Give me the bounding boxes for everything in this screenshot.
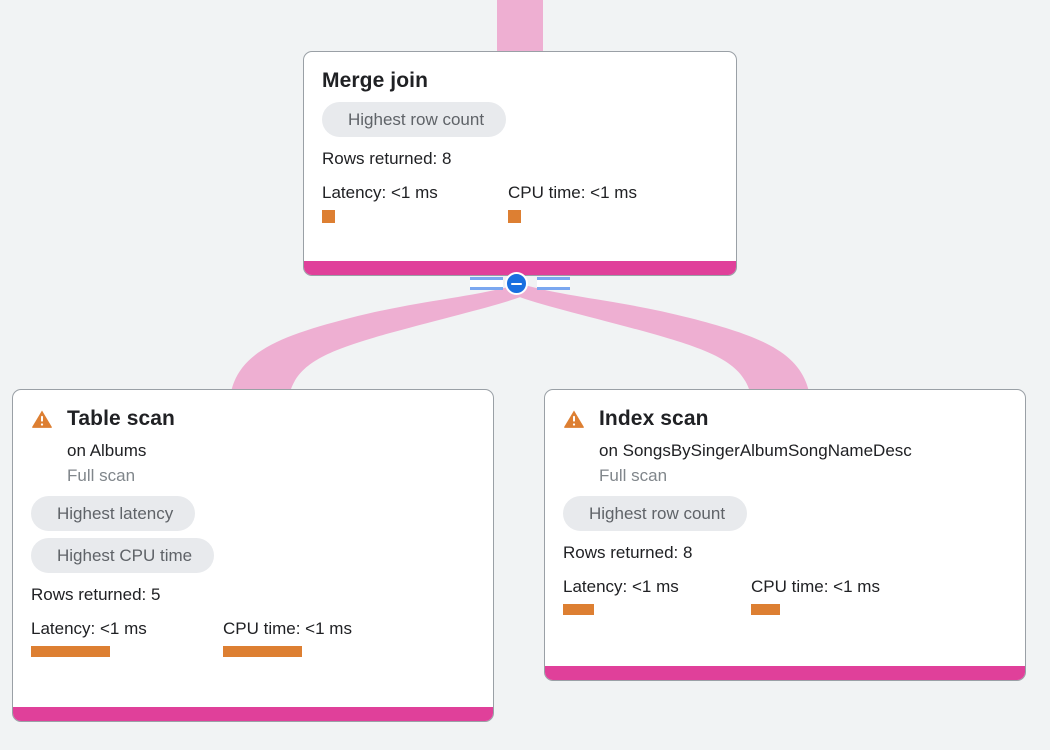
chip-list: Highest row count: [563, 496, 748, 531]
node-table-scan[interactable]: Table scan on Albums Full scan Highest l…: [12, 389, 494, 722]
metric-cpu-time-label: CPU time: <1 ms: [751, 577, 880, 596]
metric-list: Latency: <1 ms CPU time: <1 ms: [563, 576, 1007, 615]
chip-highest-row-count: Highest row count: [322, 102, 507, 137]
node-header-text: Table scan on Albums Full scan: [67, 406, 175, 487]
toggle-rail-right: [537, 277, 570, 290]
node-header: Index scan on SongsBySingerAlbumSongName…: [563, 406, 1007, 487]
node-scan-type: Full scan: [67, 466, 136, 485]
chip-highest-latency: Highest latency: [31, 496, 196, 531]
metric-cpu-time-bar: [223, 646, 302, 657]
chip-list: Highest row count: [322, 102, 507, 137]
metric-cpu-time-bar: [508, 210, 521, 223]
node-footer-bar: [304, 261, 736, 275]
node-footer-bar: [13, 707, 493, 721]
metric-cpu-time: CPU time: <1 ms: [223, 618, 352, 657]
rows-returned: Rows returned: 5: [31, 585, 161, 604]
rows-returned: Rows returned: 8: [322, 149, 452, 168]
node-subtitle: on Albums: [67, 441, 147, 460]
warning-triangle-icon: [564, 410, 584, 428]
metric-latency-bar: [31, 646, 110, 657]
chip-highest-cpu-time: Highest CPU time: [31, 538, 215, 573]
node-header: Table scan on Albums Full scan: [31, 406, 475, 487]
metric-list: Latency: <1 ms CPU time: <1 ms: [31, 618, 475, 657]
collapse-toggle-button[interactable]: [505, 272, 528, 295]
node-body: Index scan on SongsBySingerAlbumSongName…: [545, 390, 1025, 666]
node-body: Table scan on Albums Full scan Highest l…: [13, 390, 493, 707]
edge-merge-join-to-index-scan: [517, 284, 809, 392]
node-footer-bar: [545, 666, 1025, 680]
node-title: Table scan: [67, 407, 175, 430]
metric-cpu-time-bar: [751, 604, 780, 615]
node-header-text: Merge join: [322, 68, 428, 94]
metric-latency-label: Latency: <1 ms: [563, 577, 679, 596]
metric-latency-bar: [563, 604, 594, 615]
node-header: Merge join: [322, 68, 718, 94]
metric-latency: Latency: <1 ms: [563, 576, 751, 615]
warning-triangle-icon: [32, 410, 52, 428]
node-title: Merge join: [322, 69, 429, 92]
edge-merge-join-to-table-scan: [231, 284, 523, 392]
metric-cpu-time-label: CPU time: <1 ms: [508, 183, 637, 202]
metric-list: Latency: <1 ms CPU time: <1 ms: [322, 182, 718, 223]
chip-highest-row-count: Highest row count: [563, 496, 748, 531]
node-subtitle: on SongsBySingerAlbumSongNameDesc: [599, 441, 912, 460]
node-title: Index scan: [599, 407, 709, 430]
metric-latency-bar: [322, 210, 335, 223]
metric-latency-label: Latency: <1 ms: [322, 183, 438, 202]
metric-latency: Latency: <1 ms: [31, 618, 223, 657]
metric-cpu-time-label: CPU time: <1 ms: [223, 619, 352, 638]
metric-cpu-time: CPU time: <1 ms: [751, 576, 880, 615]
node-scan-type: Full scan: [599, 466, 668, 485]
minus-icon: [511, 282, 522, 285]
node-header-text: Index scan on SongsBySingerAlbumSongName…: [599, 406, 912, 487]
metric-latency: Latency: <1 ms: [322, 182, 508, 223]
metric-latency-label: Latency: <1 ms: [31, 619, 147, 638]
edge-incoming-top: [497, 0, 543, 52]
toggle-rail-left: [470, 277, 503, 290]
metric-cpu-time: CPU time: <1 ms: [508, 182, 637, 223]
rows-returned: Rows returned: 8: [563, 543, 693, 562]
collapse-toggle-group[interactable]: [470, 272, 570, 295]
chip-list: Highest latency Highest CPU time: [31, 496, 215, 573]
node-merge-join[interactable]: Merge join Highest row count Rows return…: [303, 51, 737, 276]
node-body: Merge join Highest row count Rows return…: [304, 52, 736, 261]
node-index-scan[interactable]: Index scan on SongsBySingerAlbumSongName…: [544, 389, 1026, 681]
